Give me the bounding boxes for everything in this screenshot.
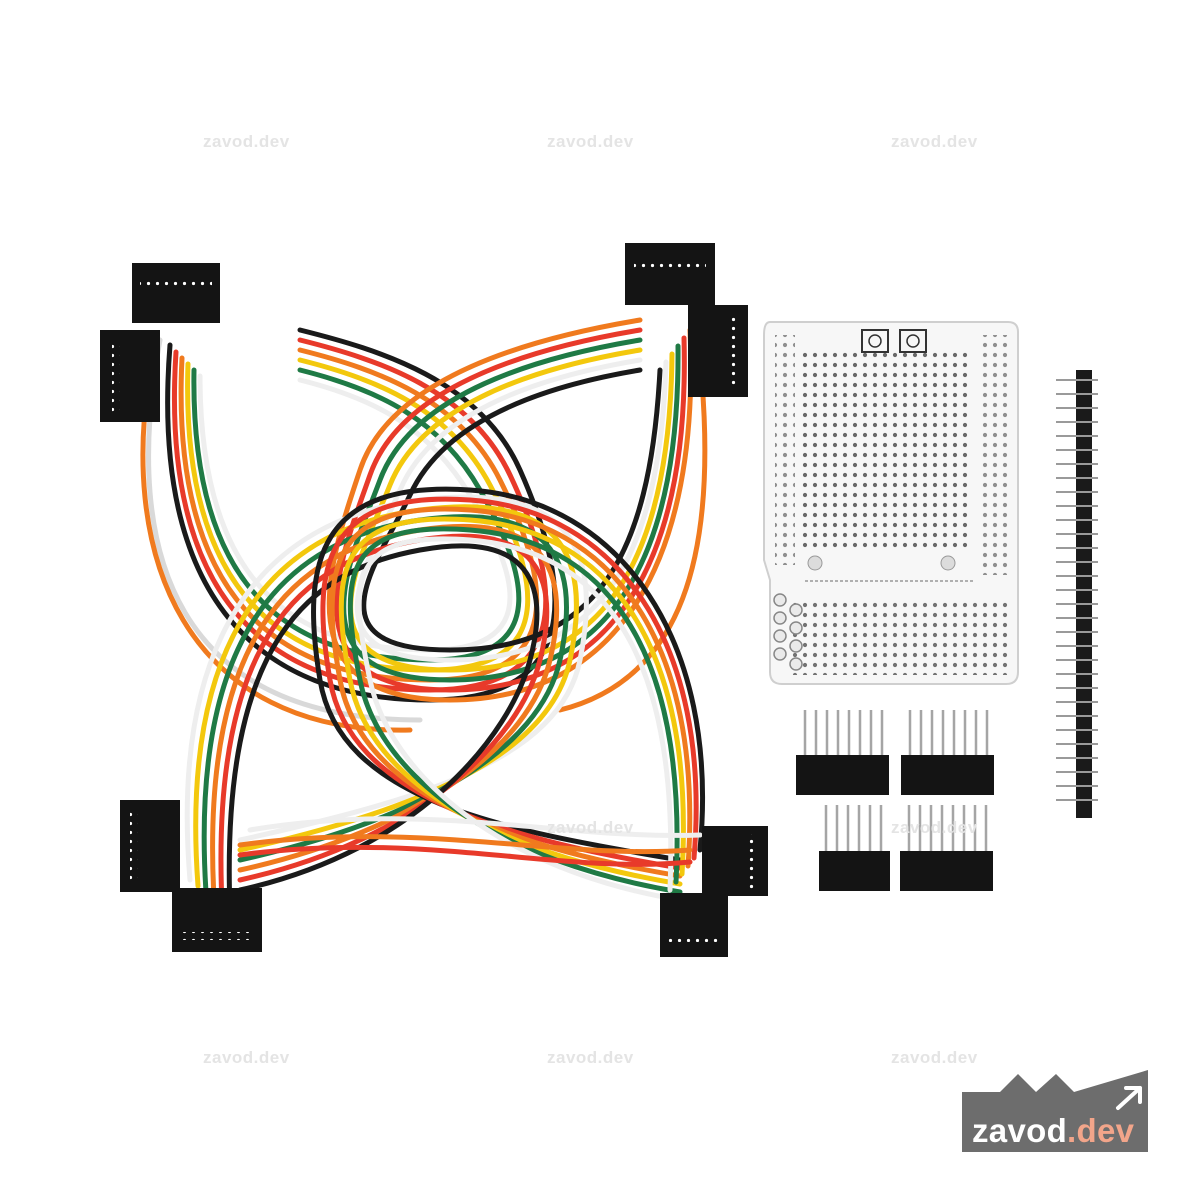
stackable-header	[819, 805, 890, 891]
connector-bottom-left-lower	[172, 888, 262, 952]
watermark-text: zavod.dev	[891, 132, 978, 151]
watermark-text: zavod.dev	[547, 1048, 634, 1067]
logo-text: zavod.dev	[972, 1112, 1134, 1150]
stackable-header	[900, 805, 993, 891]
connector-top-left-upper	[132, 263, 220, 323]
watermark-text: zavod.dev	[547, 132, 634, 151]
connector-top-right-upper	[625, 243, 715, 305]
wire-loop-bottom-right	[237, 486, 706, 903]
watermark-text: zavod.dev	[203, 1048, 290, 1067]
connector-top-left-side	[100, 330, 160, 422]
watermark-text: zavod.dev	[203, 132, 290, 151]
connector-housings	[100, 243, 768, 957]
logo-domain: .dev	[1067, 1112, 1135, 1149]
connector-bottom-right-lower	[660, 893, 728, 957]
stackable-header	[901, 710, 994, 795]
watermark-text: zavod.dev	[547, 818, 634, 837]
jumper-wire-bundle	[140, 317, 708, 913]
connector-bottom-right-side	[702, 826, 768, 896]
watermark-text: zavod.dev	[891, 818, 978, 837]
protoshield-pcb	[763, 321, 1019, 685]
wire-loop-top-left	[140, 327, 558, 733]
watermark-text: zavod.dev	[891, 1048, 978, 1067]
stackable-header	[796, 710, 889, 795]
logo-badge	[962, 1070, 1148, 1152]
header-row-long	[1056, 370, 1098, 818]
stackable-headers	[796, 710, 994, 891]
connector-top-right-side	[688, 305, 748, 397]
arrow-icon	[1116, 1086, 1142, 1110]
connector-bottom-left-side	[120, 800, 180, 892]
logo-name: zavod	[972, 1112, 1068, 1149]
